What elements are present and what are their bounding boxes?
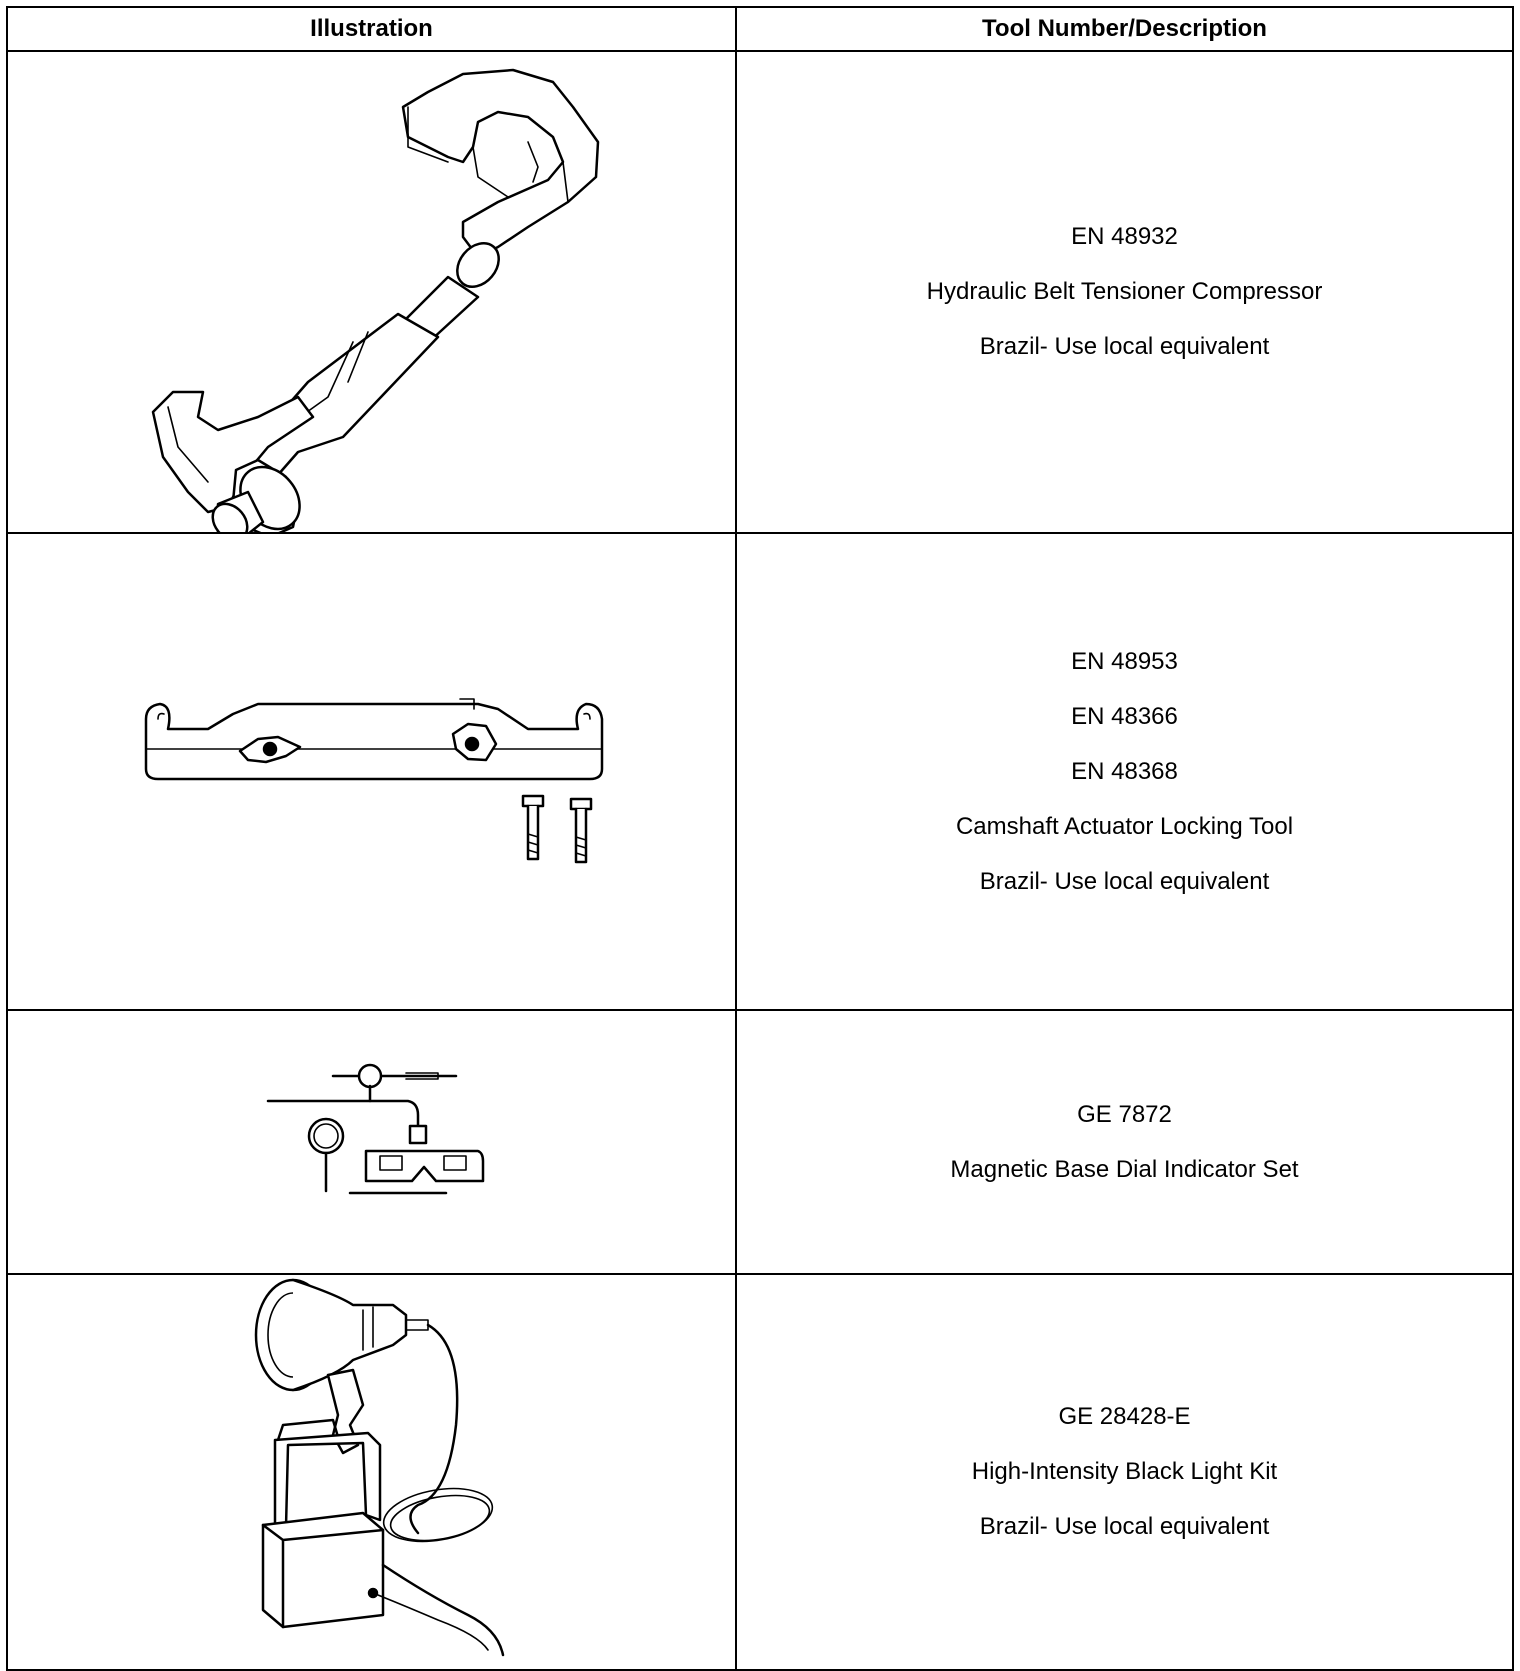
tool-name: Hydraulic Belt Tensioner Compressor [926,278,1323,305]
tool-number: EN 48953 [1071,647,1178,675]
black-light-kit-illustration [254,1278,505,1657]
table-row: GE 28428-E High-Intensity Black Light Ki… [6,1273,1514,1671]
table-row: EN 48953 EN 48366 EN 48368 Camshaft Actu… [6,532,1514,1011]
illustration-cell [6,532,737,1011]
tool-number: GE 28428-E [1058,1403,1191,1430]
tool-number: EN 48366 [1071,702,1178,730]
tool-description-cell: GE 7872 Magnetic Base Dial Indicator Set [735,1009,1514,1275]
regional-note: Brazil- Use local equivalent [979,1513,1270,1540]
tool-number: EN 48368 [1071,757,1178,785]
illustration-cell [6,1009,737,1275]
dial-indicator-set-illustration [266,1063,485,1195]
tool-name: Camshaft Actuator Locking Tool [955,812,1294,840]
illustration-cell [6,50,737,534]
tool-description-cell: EN 48932 Hydraulic Belt Tensioner Compre… [735,50,1514,534]
illustration-cell [6,1273,737,1671]
tool-table: Illustration Tool Number/Description [6,6,1514,1671]
table-row: GE 7872 Magnetic Base Dial Indicator Set [6,1009,1514,1275]
header-row: Illustration Tool Number/Description [6,6,1514,52]
camshaft-locking-tool-illustration [144,698,604,864]
tool-number: GE 7872 [1077,1100,1172,1128]
tool-name: Magnetic Base Dial Indicator Set [950,1155,1299,1183]
tool-name: High-Intensity Black Light Kit [971,1458,1278,1485]
header-illustration: Illustration [6,6,737,52]
tool-description-cell: EN 48953 EN 48366 EN 48368 Camshaft Actu… [735,532,1514,1011]
tool-number: EN 48932 [1071,223,1178,250]
regional-note: Brazil- Use local equivalent [979,333,1270,360]
belt-tensioner-compressor-illustration [151,68,600,532]
table-row: EN 48932 Hydraulic Belt Tensioner Compre… [6,50,1514,534]
regional-note: Brazil- Use local equivalent [979,867,1270,895]
header-tool-description: Tool Number/Description [735,6,1514,52]
tool-description-cell: GE 28428-E High-Intensity Black Light Ki… [735,1273,1514,1671]
